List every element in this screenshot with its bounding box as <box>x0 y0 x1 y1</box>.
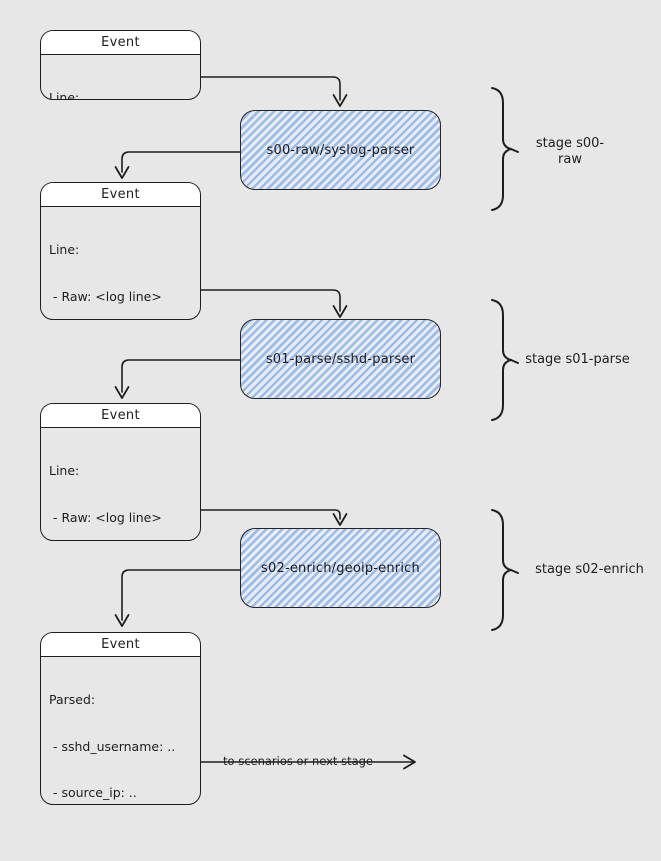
stage-label-s02-enrich: stage s02-enrich <box>535 562 644 577</box>
arrow-stage3-to-event4 <box>121 569 241 621</box>
arrowhead-down-icon <box>332 305 348 318</box>
arrowhead-right-icon <box>403 754 416 770</box>
arrow-stage2-to-event3 <box>121 359 241 393</box>
arrow-event2-to-stage2 <box>200 289 341 312</box>
arrowhead-down-icon <box>114 166 130 179</box>
event-field-line: Line: <box>49 242 80 257</box>
event-node-1: Event Line: - Raw: <log line> <box>40 30 201 100</box>
stage-node-label: s01-parse/sshd-parser <box>265 351 416 367</box>
stage-brace-tick <box>510 359 519 364</box>
arrow-event1-to-stage1 <box>200 76 341 101</box>
next-stage-arrow-label: to scenarios or next stage <box>221 754 376 768</box>
event-node-4: Event Parsed: - sshd_username: .. - sour… <box>40 632 201 805</box>
arrowhead-down-icon <box>332 94 348 107</box>
arrowhead-down-icon <box>332 513 348 526</box>
event-section-line: Line: - Raw: <log line> <box>41 428 200 540</box>
arrowhead-down-icon <box>114 386 130 399</box>
stage-node-s01-parse-sshd-parser: s01-parse/sshd-parser <box>240 319 441 399</box>
event-title: Event <box>41 31 200 55</box>
stage-node-label: s02-enrich/geoip-enrich <box>261 560 420 576</box>
stage-brace-tick <box>510 569 519 574</box>
event-node-3: Event Line: - Raw: <log line> Parsed: - … <box>40 403 201 541</box>
event-field-line: - sshd_username: .. <box>49 738 176 754</box>
event-section-line: Line: - Raw: <log line> <box>41 55 200 100</box>
stage-brace-tick <box>510 148 519 153</box>
stage-label-s01-parse: stage s01-parse <box>525 352 630 367</box>
stage-brace-s01 <box>491 299 512 421</box>
arrow-event3-to-stage3 <box>200 509 341 520</box>
event-section-line: Line: - Raw: <log line> <box>41 207 200 319</box>
event-field-line: Line: <box>49 90 80 100</box>
event-field-line: - source_ip: .. <box>49 785 137 800</box>
event-title: Event <box>41 633 200 657</box>
stage-node-s00-raw-syslog-parser: s00-raw/syslog-parser <box>240 110 441 190</box>
event-field-line: Line: <box>49 463 80 478</box>
stage-label-s00-raw: stage s00-raw <box>535 136 605 167</box>
stage-node-label: s00-raw/syslog-parser <box>266 142 415 158</box>
stage-brace-s02 <box>491 509 512 631</box>
arrowhead-down-icon <box>114 614 130 627</box>
event-field-line: - Raw: <log line> <box>49 509 162 525</box>
stage-brace-s00 <box>491 87 512 211</box>
event-field-line: - Raw: <log line> <box>49 288 162 304</box>
event-node-2: Event Line: - Raw: <log line> Parsed: - … <box>40 182 201 320</box>
event-title: Event <box>41 183 200 207</box>
event-field-line: Parsed: <box>49 692 96 707</box>
stage-node-s02-enrich-geoip-enrich: s02-enrich/geoip-enrich <box>240 528 441 608</box>
event-section-parsed: Parsed: - sshd_username: .. - source_ip:… <box>41 657 200 804</box>
event-title: Event <box>41 404 200 428</box>
arrow-stage1-to-event2 <box>121 151 241 173</box>
